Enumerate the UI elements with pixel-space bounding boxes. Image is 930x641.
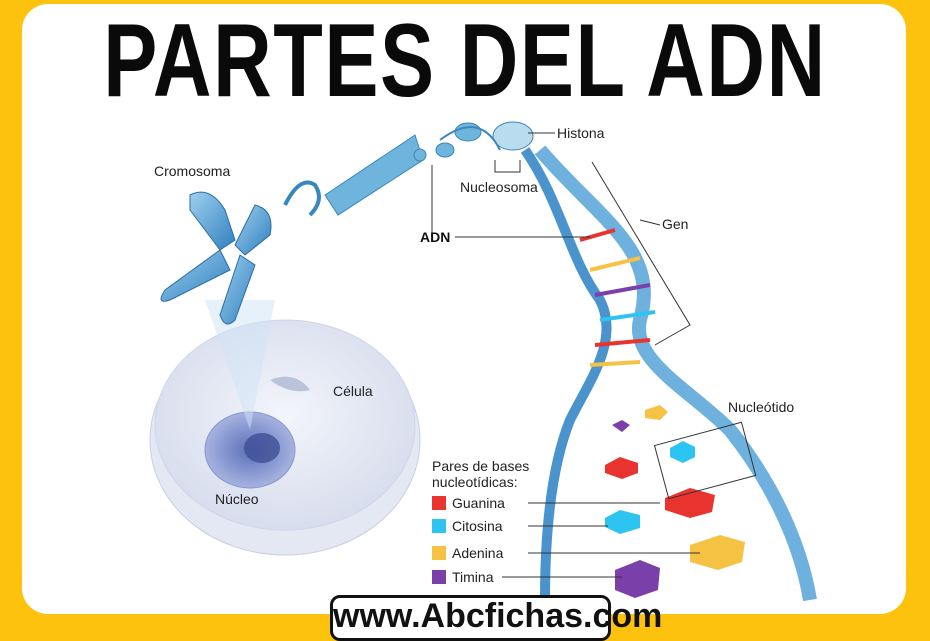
legend-heading-2: nucleotídicas: <box>432 474 518 490</box>
legend-item-timina: Timina <box>432 569 494 585</box>
swatch-cyan <box>432 519 446 533</box>
zoom-cone <box>205 300 275 430</box>
legend-item-adenina: Adenina <box>432 545 503 561</box>
legend-item-citosina: Citosina <box>432 518 503 534</box>
label-nucleo: Núcleo <box>215 491 259 507</box>
chromatin-fiber <box>283 121 534 217</box>
legend-label: Citosina <box>452 518 503 534</box>
label-celula: Célula <box>333 383 373 399</box>
leader-lines <box>431 132 757 578</box>
legend-label: Guanina <box>452 495 505 511</box>
swatch-purple <box>432 570 446 584</box>
label-nucleosoma: Nucleosoma <box>460 179 538 195</box>
chromosome-shape <box>160 191 272 325</box>
legend-item-guanina: Guanina <box>432 495 505 511</box>
website-link[interactable]: www.Abcfichas.com <box>330 595 662 641</box>
label-histona: Histona <box>557 125 605 141</box>
page-title: PARTES DEL ADN <box>103 3 827 119</box>
dna-helix <box>520 145 817 602</box>
cell-shape <box>149 319 421 556</box>
swatch-yellow <box>432 546 446 560</box>
label-cromosoma: Cromosoma <box>154 163 230 179</box>
label-adn: ADN <box>420 229 450 245</box>
label-nucleotido: Nucleótido <box>728 399 794 415</box>
legend-label: Timina <box>452 569 494 585</box>
legend-heading: Pares de bases <box>432 458 530 474</box>
content-panel <box>22 4 906 614</box>
swatch-red <box>432 496 446 510</box>
dna-illustration: Cromosoma Histona Nucleosoma ADN Gen Cél… <box>149 121 817 602</box>
label-gen: Gen <box>662 216 688 232</box>
legend-label: Adenina <box>452 545 504 561</box>
